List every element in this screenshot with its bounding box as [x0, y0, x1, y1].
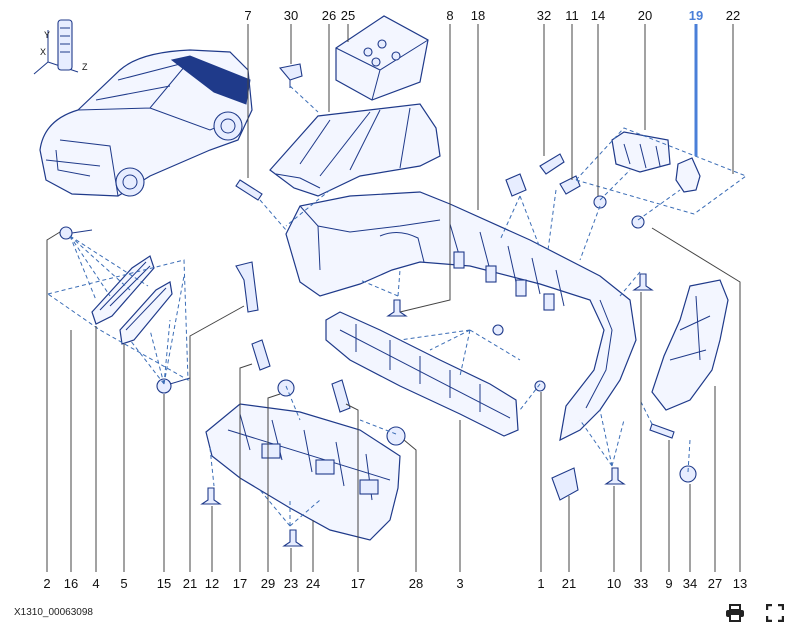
- callout-21[interactable]: 21: [562, 576, 576, 591]
- callout-27[interactable]: 27: [708, 576, 722, 591]
- part-3-reinforcement: [325, 311, 519, 437]
- callout-1[interactable]: 1: [537, 576, 544, 591]
- callout-4[interactable]: 4: [92, 576, 99, 591]
- callout-33[interactable]: 33: [634, 576, 648, 591]
- top-callouts: 7 30 26 25 8 18 32 11 14 20 19 22: [244, 8, 740, 23]
- part-27-corner-trim: [651, 279, 729, 411]
- callout-17[interactable]: 17: [233, 576, 247, 591]
- callout-24[interactable]: 24: [306, 576, 320, 591]
- part-4-bracket: [91, 255, 155, 325]
- callout-23[interactable]: 23: [284, 576, 298, 591]
- part-25-clip-box: [335, 15, 429, 101]
- callout-15[interactable]: 15: [157, 576, 171, 591]
- callout-34[interactable]: 34: [683, 576, 697, 591]
- callout-10[interactable]: 10: [607, 576, 621, 591]
- callout-7[interactable]: 7: [244, 8, 251, 23]
- callout-18[interactable]: 18: [471, 8, 485, 23]
- callout-2[interactable]: 2: [43, 576, 50, 591]
- fullscreen-icon: [766, 604, 784, 622]
- callout-5[interactable]: 5: [120, 576, 127, 591]
- callout-25[interactable]: 25: [341, 8, 355, 23]
- callout-14[interactable]: 14: [591, 8, 605, 23]
- callout-8[interactable]: 8: [446, 8, 453, 23]
- callout-21[interactable]: 21: [183, 576, 197, 591]
- svg-text:Y: Y: [44, 30, 50, 40]
- callout-22[interactable]: 22: [726, 8, 740, 23]
- callout-16[interactable]: 16: [64, 576, 78, 591]
- part-20-bracket: [611, 131, 671, 173]
- printer-icon: [726, 604, 744, 622]
- callout-17[interactable]: 17: [351, 576, 365, 591]
- orientation-axes: Y Z X: [33, 19, 88, 75]
- callout-19-highlighted[interactable]: 19: [689, 8, 703, 23]
- callout-13[interactable]: 13: [733, 576, 747, 591]
- part-30-clip: [278, 63, 303, 88]
- part-19-bracket: [675, 157, 701, 193]
- leader-lines: [46, 24, 741, 572]
- svg-text:Z: Z: [82, 62, 88, 72]
- part-5-bracket: [119, 281, 173, 345]
- callout-29[interactable]: 29: [261, 576, 275, 591]
- callout-3[interactable]: 3: [456, 576, 463, 591]
- part-26-upper-trim: [269, 103, 441, 197]
- diagram-reference-code: X1310_00063098: [14, 607, 93, 618]
- assembly-dash-lines: [46, 85, 748, 527]
- callout-20[interactable]: 20: [638, 8, 652, 23]
- bottom-callouts: 2 16 4 5 15 21 12 17 29 23 24 17 28 3 1 …: [43, 576, 747, 591]
- small-fasteners: [59, 153, 697, 547]
- vehicle-overview: [39, 49, 253, 197]
- callout-32[interactable]: 32: [537, 8, 551, 23]
- callout-11[interactable]: 11: [565, 8, 579, 23]
- fullscreen-button[interactable]: [762, 600, 788, 626]
- print-button[interactable]: [722, 600, 748, 626]
- part-24-diffuser: [205, 403, 401, 541]
- callout-26[interactable]: 26: [322, 8, 336, 23]
- callout-12[interactable]: 12: [205, 576, 219, 591]
- callout-9[interactable]: 9: [665, 576, 672, 591]
- callout-28[interactable]: 28: [409, 576, 423, 591]
- part-7-screw: [235, 179, 263, 201]
- svg-text:X: X: [40, 47, 46, 57]
- callout-30[interactable]: 30: [284, 8, 298, 23]
